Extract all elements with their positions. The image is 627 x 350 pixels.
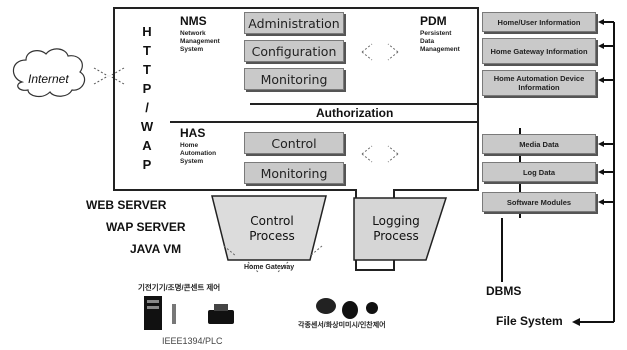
protocol-letter: W [140, 119, 154, 134]
pc-icon [144, 296, 162, 330]
has-monitoring-box: Monitoring [244, 162, 344, 184]
nms-title: NMS [180, 14, 207, 28]
has-control-box: Control [244, 132, 344, 154]
protocol-letter: P [142, 157, 152, 172]
protocol-letter: A [142, 138, 152, 153]
dbms-label: DBMS [486, 284, 522, 298]
protocol-letter: / [145, 100, 149, 115]
control-process-shape [211, 195, 327, 261]
sensor-icon [316, 298, 378, 319]
has-title: HAS [180, 126, 206, 140]
ieee-label: IEEE1394/PLC [162, 336, 223, 346]
internet-arrows [93, 67, 125, 85]
pdm-home-user-info-box: Home/User Information [482, 12, 596, 32]
protocol-letter: T [143, 62, 151, 77]
pdm-software-modules-box: Software Modules [482, 192, 596, 212]
nms-administration-box: Administration [244, 12, 344, 34]
logging-process-shape [353, 197, 448, 261]
devices-left-caption: 기전기기/조명/콘센트 제어 [138, 283, 221, 292]
home-gateway-label: Home Gateway [244, 264, 295, 271]
file-system-label: File System [496, 314, 563, 328]
java-vm-label: JAVA VM [130, 242, 182, 256]
pdm-log-data-box: Log Data [482, 162, 596, 182]
pdm-home-automation-device-info-box: Home Automation Device Information [482, 70, 596, 96]
printer-icon [208, 304, 234, 324]
nms-configuration-box: Configuration [244, 40, 344, 62]
pdm-title: PDM [420, 14, 447, 28]
framework-outline [113, 7, 479, 271]
protocol-letter: P [142, 81, 152, 96]
pdm-media-data-box: Media Data [482, 134, 596, 154]
home-gateway-arrows [223, 245, 323, 273]
light-icon [172, 304, 176, 324]
authorization-band [170, 103, 478, 123]
internet-label: Internet [28, 72, 69, 86]
devices-right-caption: 각종센서/화상미미시/인찬제어 [298, 322, 386, 329]
internet-cloud [12, 48, 86, 98]
protocol-label: H T T P / W A P [140, 24, 154, 176]
wap-server-label: WAP SERVER [106, 220, 186, 234]
storage-arrowheads [572, 19, 604, 326]
nms-monitoring-box: Monitoring [244, 68, 344, 90]
web-server-label: WEB SERVER [86, 198, 167, 212]
authorization-label: Authorization [316, 106, 394, 120]
pdm-home-gateway-info-box: Home Gateway Information [482, 38, 596, 64]
protocol-letter: T [143, 43, 151, 58]
protocol-letter: H [142, 24, 152, 39]
